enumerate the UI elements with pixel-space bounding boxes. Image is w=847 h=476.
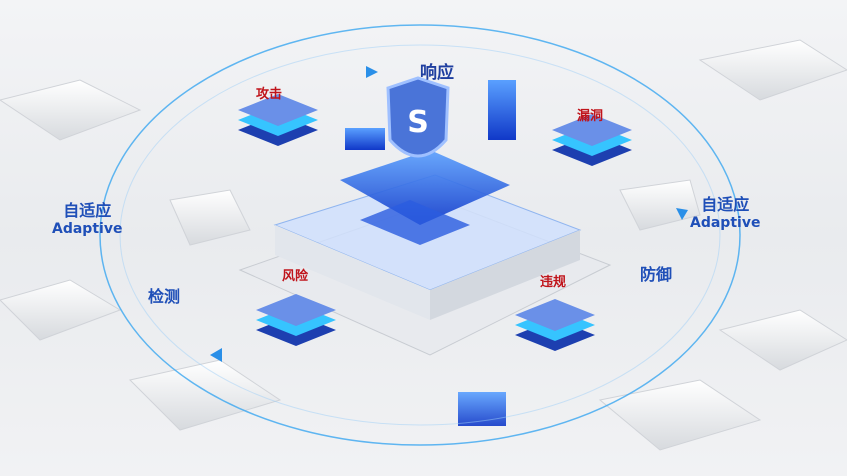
- cycle-label-detect: 检测: [148, 287, 181, 306]
- node-tiles: [238, 94, 632, 351]
- adaptive-left-en: Adaptive: [52, 221, 123, 237]
- center-label-response: 响应: [420, 63, 454, 83]
- arrow-icons: [210, 66, 688, 362]
- adaptive-right-cn: 自适应: [701, 195, 750, 214]
- cycle-ring: [99, 24, 741, 446]
- node-label-attack: 攻击: [256, 87, 283, 102]
- adaptive-left-cn: 自适应: [63, 201, 112, 220]
- node-label-vulnerability: 漏洞: [577, 109, 604, 124]
- node-label-risk: 风险: [282, 269, 309, 284]
- cycle-label-adaptive-left: 自适应 Adaptive: [52, 202, 122, 238]
- cycle-label-defend: 防御: [640, 265, 673, 284]
- adaptive-right-en: Adaptive: [690, 215, 761, 231]
- node-label-violation: 违规: [540, 275, 567, 290]
- central-platform: [238, 80, 612, 426]
- cycle-label-adaptive-right: 自适应 Adaptive: [690, 196, 760, 232]
- svg-text:S: S: [407, 105, 429, 140]
- shield-icon: S: [386, 76, 450, 158]
